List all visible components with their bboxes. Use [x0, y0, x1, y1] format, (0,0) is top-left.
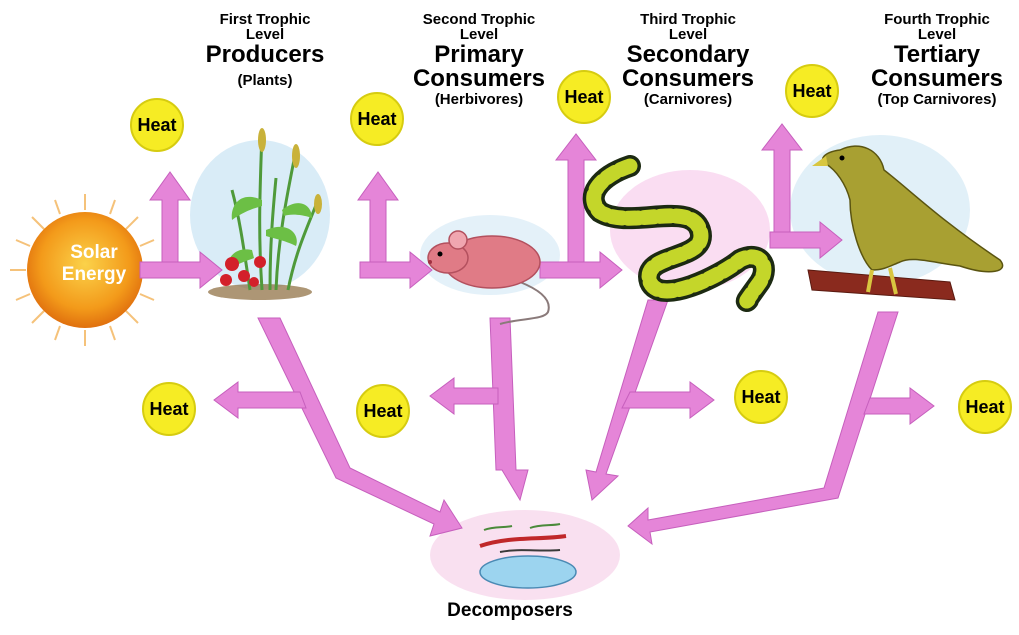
level-organism: (Herbivores): [400, 92, 558, 107]
arrow-heat-8: [864, 388, 934, 424]
arrow-heat-1: [150, 172, 190, 262]
solar-line1: Solar: [70, 242, 118, 263]
level-title: Second Trophic: [400, 12, 558, 27]
arrow-tertiary-to-decomposers: [628, 312, 898, 544]
heat-icon: Heat: [356, 384, 410, 438]
arrow-heat-2: [358, 172, 398, 262]
level-role: Producers: [200, 43, 330, 67]
level-role-2: Consumers: [855, 67, 1019, 91]
level-role: Tertiary: [855, 43, 1019, 67]
level-label-third: Third Trophic Level Secondary Consumers …: [618, 12, 758, 107]
arrow-heat-6: [430, 378, 498, 414]
level-title: Fourth Trophic: [855, 12, 1019, 27]
level-role-2: Consumers: [618, 67, 758, 91]
solar-line2: Energy: [62, 264, 126, 285]
level-title: First Trophic: [200, 12, 330, 27]
arrow-primary-to-decomposers: [490, 318, 528, 500]
heat-icon: Heat: [785, 64, 839, 118]
level-role: Primary: [400, 43, 558, 67]
level-title: Third Trophic: [618, 12, 758, 27]
level-role: Secondary: [618, 43, 758, 67]
heat-icon: Heat: [142, 382, 196, 436]
heat-icon: Heat: [557, 70, 611, 124]
level-organism: (Carnivores): [618, 92, 758, 107]
heat-icon: Heat: [350, 92, 404, 146]
solar-energy-label: Solar Energy: [46, 242, 142, 286]
heat-icon: Heat: [130, 98, 184, 152]
level-role-2: Consumers: [400, 67, 558, 91]
level-organism: (Plants): [200, 73, 330, 88]
heat-icon: Heat: [958, 380, 1012, 434]
level-label-second: Second Trophic Level Primary Consumers (…: [400, 12, 558, 107]
level-organism: (Top Carnivores): [855, 92, 1019, 107]
level-label-first: First Trophic Level Producers (Plants): [200, 12, 330, 88]
decomposers-label: Decomposers: [440, 600, 580, 622]
arrow-producers-to-decomposers: [258, 318, 462, 536]
heat-icon: Heat: [734, 370, 788, 424]
level-label-fourth: Fourth Trophic Level Tertiary Consumers …: [855, 12, 1019, 107]
